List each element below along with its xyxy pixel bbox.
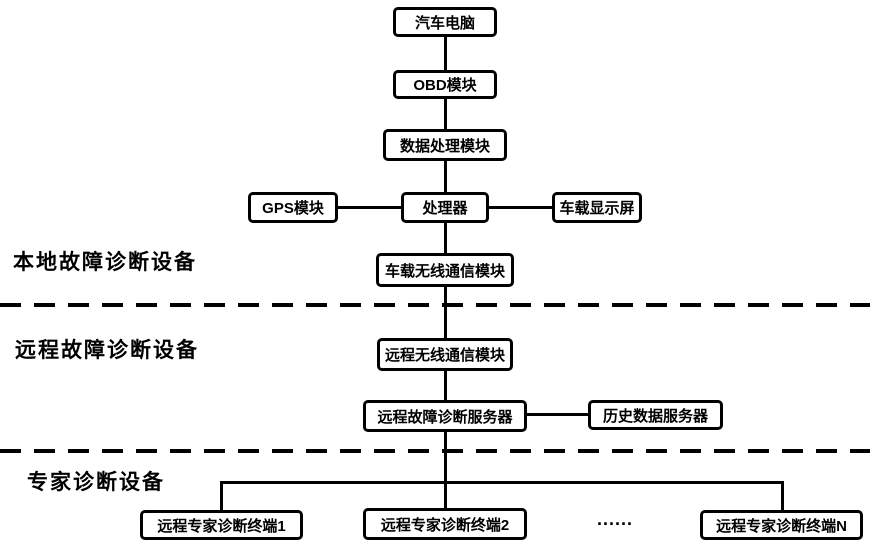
- node-remote-diagnosis-server: 远程故障诊断服务器: [363, 400, 527, 432]
- connector-bus-to-terminal-2: [444, 481, 447, 509]
- node-history-data-server: 历史数据服务器: [588, 400, 723, 430]
- connector-bus-to-terminal-1: [220, 481, 223, 511]
- node-expert-terminal-n: 远程专家诊断终端N: [700, 510, 863, 540]
- connector-car-to-obd: [444, 36, 447, 71]
- node-vehicle-wireless-module: 车载无线通信模块: [376, 253, 514, 287]
- node-data-processing: 数据处理模块: [383, 129, 507, 161]
- connector-server-to-history-server: [525, 413, 589, 416]
- connector-bus-to-terminal-n: [781, 481, 784, 511]
- connector-remote-wireless-to-server: [444, 370, 447, 401]
- section-label-remote-diagnosis-equipment: 远程故障诊断设备: [15, 339, 199, 362]
- connector-processor-to-vehicle-wireless: [444, 222, 447, 254]
- node-gps-module: GPS模块: [248, 192, 338, 223]
- terminal-bus-line: [221, 481, 784, 484]
- connector-server-to-terminal-bus: [444, 431, 447, 483]
- connector-obd-to-dataprocessing: [444, 98, 447, 130]
- node-obd-module: OBD模块: [393, 70, 497, 99]
- terminal-ellipsis: ......: [596, 509, 633, 529]
- dashed-separator-local-remote: [0, 303, 870, 307]
- dashed-separator-remote-expert: [0, 449, 870, 453]
- node-vehicle-display: 车载显示屏: [552, 192, 642, 223]
- section-label-local-diagnosis-equipment: 本地故障诊断设备: [13, 251, 197, 274]
- connector-vehicle-wireless-to-remote-wireless: [444, 286, 447, 339]
- connector-processor-to-display: [487, 206, 553, 209]
- node-expert-terminal-1: 远程专家诊断终端1: [140, 510, 303, 540]
- node-expert-terminal-2: 远程专家诊断终端2: [363, 508, 527, 540]
- section-label-expert-diagnosis-equipment: 专家诊断设备: [27, 471, 165, 494]
- node-car-computer: 汽车电脑: [393, 7, 497, 37]
- connector-gps-to-processor: [336, 206, 402, 209]
- node-processor: 处理器: [401, 192, 489, 223]
- connector-dataprocessing-to-processor: [444, 160, 447, 193]
- node-remote-wireless-module: 远程无线通信模块: [377, 338, 513, 371]
